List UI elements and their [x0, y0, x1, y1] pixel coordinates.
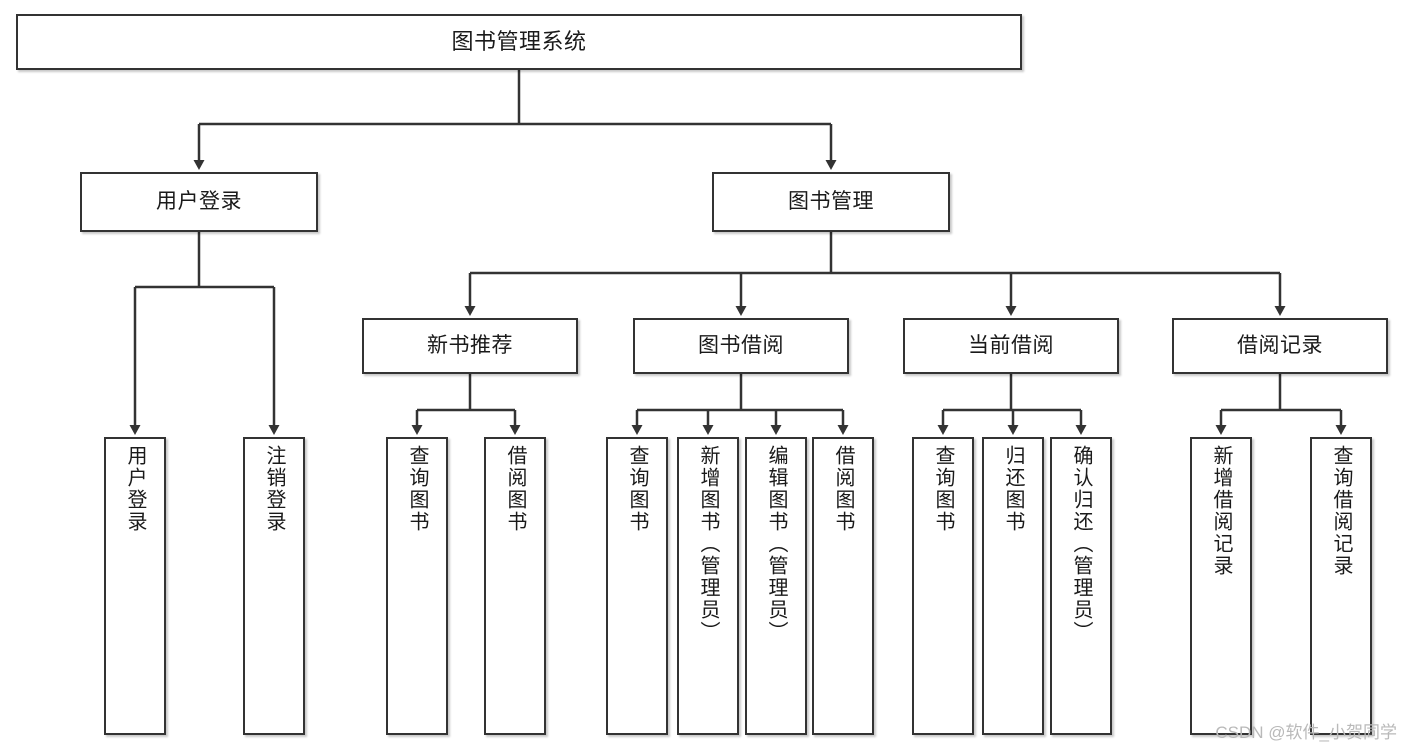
node-book-borrow-label: 图书借阅: [698, 334, 784, 358]
node-leaf-add-book-label: 新增图书（管理员）: [697, 445, 719, 643]
node-leaf-logout[interactable]: 注销登录: [243, 437, 305, 735]
node-root[interactable]: 图书管理系统: [16, 14, 1022, 70]
node-leaf-query-book-2[interactable]: 查询图书: [606, 437, 668, 735]
node-new-book-recommend[interactable]: 新书推荐: [362, 318, 578, 374]
node-user-login-label: 用户登录: [156, 190, 242, 214]
node-leaf-add-record[interactable]: 新增借阅记录: [1190, 437, 1252, 735]
node-leaf-query-book-1[interactable]: 查询图书: [386, 437, 448, 735]
node-leaf-query-book-3[interactable]: 查询图书: [912, 437, 974, 735]
node-leaf-confirm-return[interactable]: 确认归还（管理员）: [1050, 437, 1112, 735]
node-leaf-confirm-return-label: 确认归还（管理员）: [1070, 445, 1092, 643]
node-leaf-borrow-book-2-label: 借阅图书: [832, 445, 854, 533]
node-root-label: 图书管理系统: [451, 28, 587, 54]
node-leaf-query-record[interactable]: 查询借阅记录: [1310, 437, 1372, 735]
node-leaf-add-book[interactable]: 新增图书（管理员）: [677, 437, 739, 735]
node-leaf-query-book-1-label: 查询图书: [406, 445, 428, 533]
node-leaf-add-record-label: 新增借阅记录: [1210, 445, 1232, 577]
node-leaf-query-record-label: 查询借阅记录: [1330, 445, 1352, 577]
node-leaf-user-login[interactable]: 用户登录: [104, 437, 166, 735]
node-book-borrow[interactable]: 图书借阅: [633, 318, 849, 374]
watermark: CSDN @软件_小贺同学: [1215, 723, 1397, 742]
node-leaf-query-book-2-label: 查询图书: [626, 445, 648, 533]
node-leaf-borrow-book-2[interactable]: 借阅图书: [812, 437, 874, 735]
node-user-login[interactable]: 用户登录: [80, 172, 318, 232]
node-book-manage[interactable]: 图书管理: [712, 172, 950, 232]
node-leaf-return-book-label: 归还图书: [1002, 445, 1024, 533]
node-borrow-record[interactable]: 借阅记录: [1172, 318, 1388, 374]
node-leaf-logout-label: 注销登录: [263, 445, 285, 533]
node-current-borrow-label: 当前借阅: [968, 334, 1054, 358]
node-new-book-recommend-label: 新书推荐: [427, 334, 513, 358]
node-leaf-edit-book[interactable]: 编辑图书（管理员）: [745, 437, 807, 735]
node-leaf-return-book[interactable]: 归还图书: [982, 437, 1044, 735]
node-current-borrow[interactable]: 当前借阅: [903, 318, 1119, 374]
node-leaf-edit-book-label: 编辑图书（管理员）: [765, 445, 787, 643]
node-leaf-borrow-book-1[interactable]: 借阅图书: [484, 437, 546, 735]
node-leaf-user-login-label: 用户登录: [124, 445, 146, 533]
node-leaf-borrow-book-1-label: 借阅图书: [504, 445, 526, 533]
node-book-manage-label: 图书管理: [788, 190, 874, 214]
node-leaf-query-book-3-label: 查询图书: [932, 445, 954, 533]
node-borrow-record-label: 借阅记录: [1237, 334, 1323, 358]
